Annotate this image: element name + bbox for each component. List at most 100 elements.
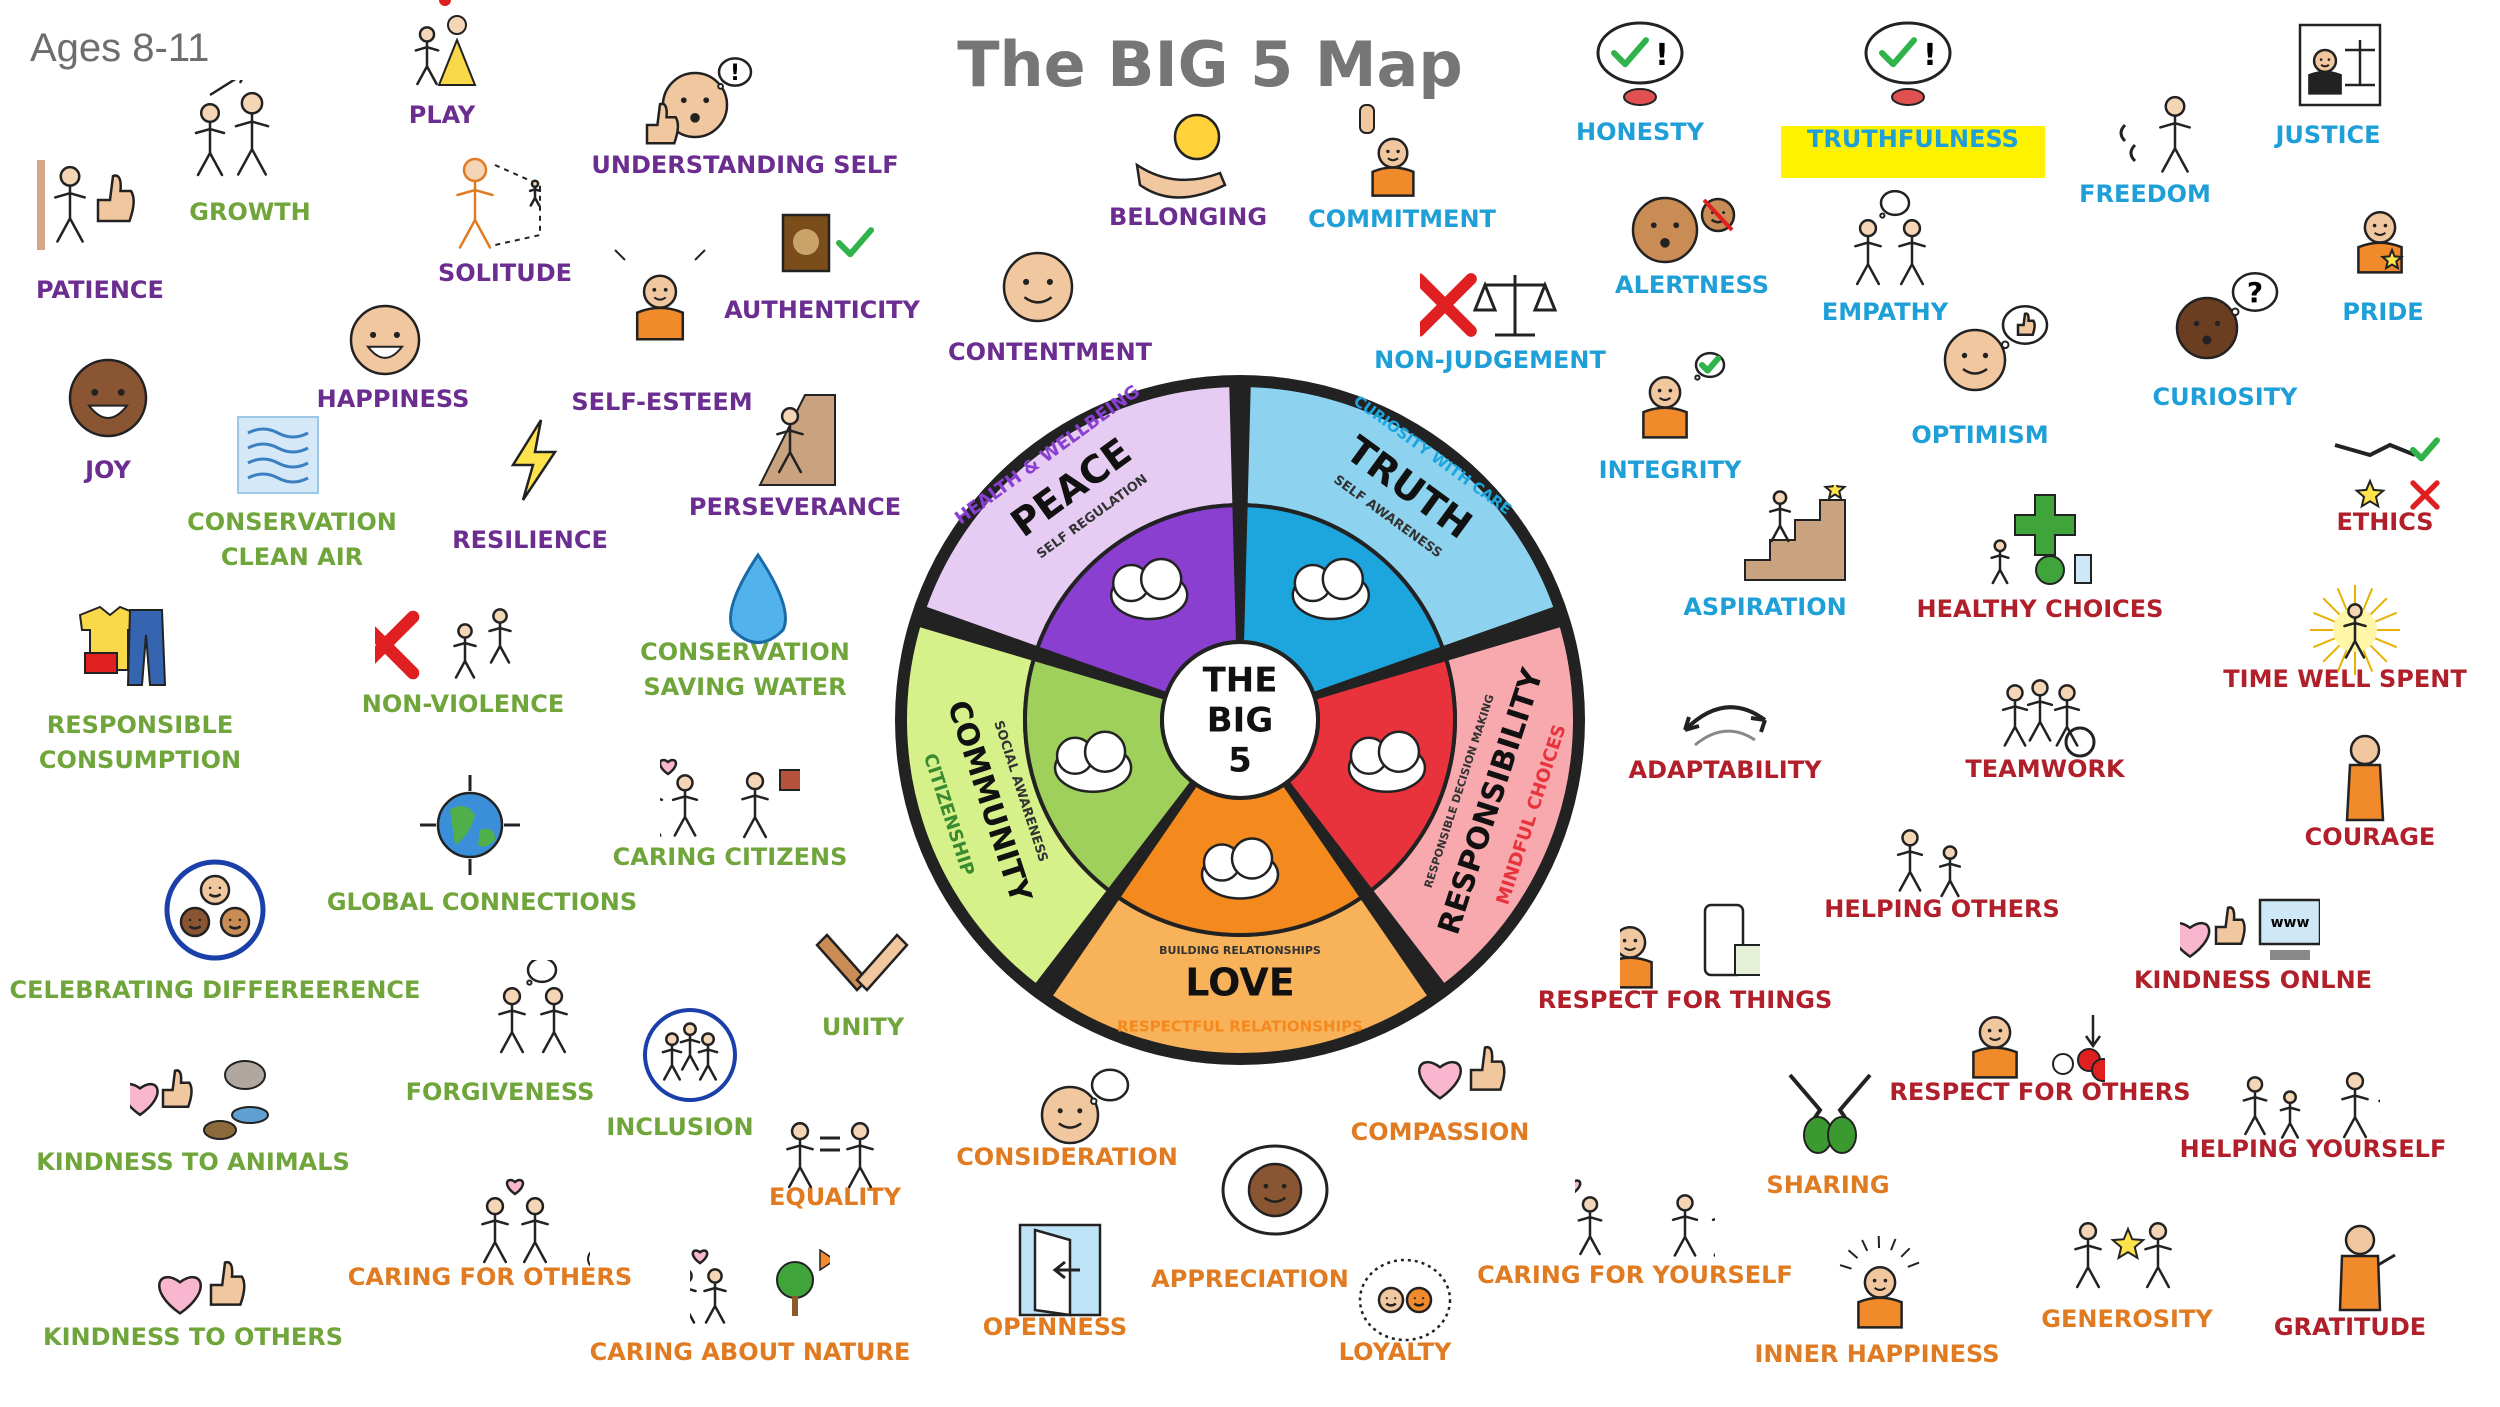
label-conservation-clean-air: CONSERVATION CLEAN AIR — [187, 505, 397, 575]
label-generosity: GENEROSITY — [2041, 1302, 2212, 1337]
label-freedom: FREEDOM — [2079, 177, 2211, 212]
heart-animals-icon — [130, 1060, 269, 1140]
grateful-person-icon — [2338, 1224, 2396, 1312]
label-line: RESPECT FOR THINGS — [1537, 986, 1833, 1014]
label-resilience: RESILIENCE — [452, 523, 608, 558]
broken-chains-icon — [2119, 95, 2191, 173]
label-compassion: COMPASSION — [1351, 1115, 1530, 1150]
speech-check-icon: ! — [1596, 21, 1684, 106]
growth-people-icon — [194, 80, 270, 177]
label-line: CONSUMPTION — [38, 745, 242, 774]
label-line: HEALTHY CHOICES — [1916, 595, 2164, 623]
label-line: UNDERSTANDING SELF — [591, 151, 899, 179]
label-empathy: EMPATHY — [1822, 295, 1948, 330]
wheel-center-text: THE — [1203, 661, 1278, 701]
globe-icon — [420, 775, 520, 875]
caring-people-icon — [481, 1178, 590, 1267]
label-openness: OPENNESS — [983, 1310, 1127, 1345]
label-line: HELPING YOURSELF — [2179, 1135, 2447, 1163]
label-self-esteem: SELF-ESTEEM — [571, 385, 752, 420]
loyal-group-icon — [1358, 1258, 1452, 1342]
handshake-check-icon — [2334, 437, 2440, 510]
wheel-center-text: 5 — [1228, 741, 1252, 781]
label-solitude: SOLITUDE — [438, 256, 572, 291]
star-person-icon — [2357, 211, 2404, 274]
label-joy: JOY — [85, 453, 131, 488]
label-line: FREEDOM — [2079, 180, 2211, 208]
judge-icon — [2298, 23, 2382, 107]
proud-person-icon — [614, 249, 706, 341]
label-line: FORGIVENESS — [405, 1078, 595, 1106]
label-line: CURIOSITY — [2152, 383, 2298, 411]
curved-arrows-icon — [1683, 705, 1767, 747]
heart-thumb-icon — [1418, 1045, 1506, 1100]
label-line: GRATITUDE — [2273, 1313, 2427, 1341]
brave-person-icon — [2345, 734, 2385, 822]
label-line: CARING ABOUT NATURE — [589, 1338, 911, 1366]
label-optimism: OPTIMISM — [1911, 418, 2048, 453]
label-line: HONESTY — [1575, 118, 1705, 146]
label-line: HAPPINESS — [316, 385, 470, 413]
label-line: ALERTNESS — [1614, 271, 1770, 299]
wind-icon — [237, 416, 319, 494]
label-line: JOY — [85, 456, 131, 484]
page-title: The BIG 5 Map — [957, 28, 1463, 101]
label-ethics: ETHICS — [2336, 505, 2433, 540]
label-global-connections: GLOBAL CONNECTIONS — [327, 885, 637, 920]
no-scales-icon — [1420, 273, 1558, 337]
label-line: TEAMWORK — [1965, 755, 2125, 783]
label-happiness: HAPPINESS — [317, 382, 470, 417]
label-inclusion: INCLUSION — [606, 1110, 753, 1145]
label-line: GROWTH — [189, 198, 311, 226]
team-icon — [2001, 679, 2096, 758]
label-line: TIME WELL SPENT — [2223, 665, 2467, 693]
question-face-icon: ? — [2175, 272, 2279, 360]
integrity-person-icon — [1642, 351, 1726, 439]
label-patience: PATIENCE — [36, 273, 164, 308]
svg-text:www: www — [2271, 915, 2310, 931]
label-line: SOLITUDE — [437, 259, 573, 287]
raised-hand-icon — [1359, 104, 1415, 197]
label-line: CARING FOR YOURSELF — [1477, 1261, 1793, 1289]
giving-star-icon — [2074, 1222, 2172, 1289]
label-line: KINDNESS TO ANIMALS — [36, 1148, 350, 1176]
considering-face-icon — [1040, 1068, 1130, 1145]
label-line: KINDNESS ONLNE — [2133, 966, 2373, 994]
label-line: BELONGING — [1108, 203, 1268, 231]
label-line: CONSIDERATION — [956, 1143, 1178, 1171]
helping-icon — [1896, 829, 1962, 898]
label-line: CONSERVATION — [187, 508, 397, 536]
label-line: AUTHENTICITY — [724, 296, 920, 324]
inclusive-circle-icon — [643, 1008, 737, 1102]
label-respect-for-things: RESPECT FOR THINGS — [1538, 983, 1833, 1018]
label-line: TRUTHFULNESS — [1807, 125, 2019, 153]
optimist-face-icon — [1943, 305, 2049, 392]
label-forgiveness: FORGIVENESS — [406, 1075, 595, 1110]
label-curiosity: CURIOSITY — [2153, 380, 2298, 415]
label-consideration: CONSIDERATION — [956, 1140, 1178, 1175]
label-growth: GROWTH — [189, 195, 311, 230]
truthfulness-highlight — [1781, 126, 2045, 178]
nature-icon — [690, 1248, 830, 1324]
label-line: NON-JUDGEMENT — [1374, 346, 1606, 374]
label-line: CLEAN AIR — [220, 542, 364, 571]
label-line: GLOBAL CONNECTIONS — [326, 888, 638, 916]
label-line: LOYALTY — [1338, 1338, 1452, 1366]
label-pride: PRIDE — [2342, 295, 2423, 330]
label-line: INTEGRITY — [1598, 456, 1742, 484]
alone-person-icon — [456, 157, 542, 249]
wheel-center — [1160, 640, 1320, 800]
lightning-icon — [510, 419, 558, 501]
stairs-star-icon — [1744, 485, 1847, 581]
label-line: RESPECT FOR OTHERS — [1889, 1078, 2191, 1106]
glowing-person-icon — [1839, 1235, 1920, 1329]
label-helping-others: HELPING OTHERS — [1824, 892, 2059, 927]
forgiving-people-icon — [498, 960, 568, 1054]
label-non-violence: NON-VIOLENCE — [362, 687, 564, 722]
label-celebrating-difference: CELEBRATING DIFFEREERENCE — [10, 973, 421, 1008]
